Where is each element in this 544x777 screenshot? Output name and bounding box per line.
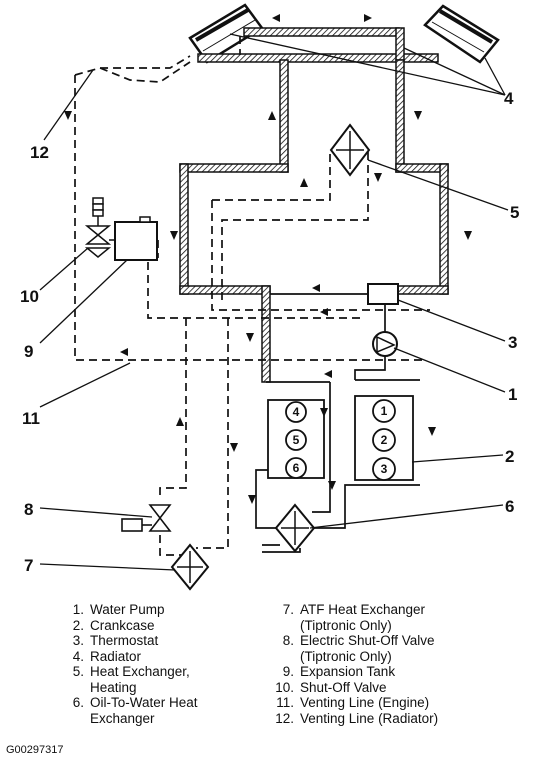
callout-9: 9 <box>24 342 33 361</box>
legend-right: 7. ATF Heat Exchanger (Tiptronic Only) 8.… <box>268 602 438 726</box>
legend-left: 1. Water Pump 2. Crankcase 3. Thermostat 4.… <box>58 602 198 726</box>
legend-text: Electric Shut-Off Valve <box>300 633 435 648</box>
legend-item: 8. Electric Shut-Off Valve <box>268 633 438 649</box>
legend-number: 11. <box>276 695 294 710</box>
legend-item: 12. Venting Line (Radiator) <box>268 711 438 727</box>
legend-item: 3. Thermostat <box>58 633 198 649</box>
legend-text: Radiator <box>90 648 142 664</box>
callout-12: 12 <box>30 143 49 162</box>
cylinder-label: 2 <box>381 433 388 447</box>
callout-11: 11 <box>22 409 40 428</box>
legend-number: 2. <box>72 617 84 633</box>
legend-item: 6. Oil-To-Water Heat <box>58 695 198 711</box>
legend-item: 1. Water Pump <box>58 602 198 618</box>
leader-lines <box>39 33 509 571</box>
callout-8: 8 <box>24 500 33 519</box>
callout-1: 1 <box>508 385 517 404</box>
legend-number: 1. <box>72 602 84 617</box>
thermostat <box>367 283 399 305</box>
legend-number: 4. <box>72 648 84 664</box>
atf-heat-exchanger <box>170 543 210 591</box>
legend-number: 6. <box>72 695 84 710</box>
callout-5: 5 <box>510 203 519 222</box>
legend-item-continued: Heating <box>58 680 198 696</box>
legend-item: 2. Crankcase <box>58 618 198 634</box>
flow-arrows <box>64 14 472 504</box>
oil-to-water-heat-exchanger <box>274 503 316 553</box>
cylinder-label: 1 <box>381 404 388 418</box>
callout-3: 3 <box>508 333 517 352</box>
legend-item-continued: (Tiptronic Only) <box>268 649 438 665</box>
cylinder-label: 4 <box>293 405 300 419</box>
legend-number: 8. <box>282 633 294 648</box>
legend-text: Heating <box>90 679 137 695</box>
coolant-pipes <box>179 27 449 383</box>
legend-number: 7. <box>282 602 294 617</box>
legend-number: 10. <box>275 679 294 695</box>
legend-text: Heat Exchanger, <box>90 664 190 679</box>
expansion-tank <box>114 216 158 261</box>
cylinder-bank-left: 4 5 6 <box>267 399 325 479</box>
legend-item: 11. Venting Line (Engine) <box>268 695 438 711</box>
legend-text: Expansion Tank <box>300 664 396 679</box>
callout-4: 4 <box>504 89 514 108</box>
legend-number: 5. <box>72 664 84 679</box>
legend-text: ATF Heat Exchanger <box>300 602 426 617</box>
heat-exchanger-heating <box>329 123 371 177</box>
legend-text: Water Pump <box>90 602 165 617</box>
legend-text: Venting Line (Radiator) <box>300 710 439 726</box>
legend-text: Crankcase <box>90 617 155 633</box>
legend-text: Exchanger <box>90 710 155 726</box>
water-pump <box>372 331 398 357</box>
legend-number: 12. <box>275 710 294 726</box>
shut-off-valve <box>84 197 115 258</box>
cylinder-bank-right: 1 2 3 <box>354 395 414 481</box>
legend-number: 3. <box>72 633 84 648</box>
legend-item-continued: Exchanger <box>58 711 198 727</box>
dashed-lines <box>74 36 430 556</box>
callout-6: 6 <box>505 497 514 516</box>
legend-item: 7. ATF Heat Exchanger <box>268 602 438 618</box>
legend-text: (Tiptronic Only) <box>300 648 392 664</box>
legend-text: Oil-To-Water Heat <box>90 695 198 710</box>
figure-code: G00297317 <box>6 744 64 756</box>
legend-text: Venting Line (Engine) <box>300 695 430 710</box>
legend-item: 10. Shut-Off Valve <box>268 680 438 696</box>
legend-text: Thermostat <box>90 633 159 648</box>
cylinder-label: 3 <box>381 462 388 476</box>
callout-2: 2 <box>505 447 514 466</box>
legend-item: 4. Radiator <box>58 649 198 665</box>
cylinder-label: 5 <box>293 433 300 447</box>
legend-text: (Tiptronic Only) <box>300 617 392 633</box>
legend-text: Shut-Off Valve <box>300 679 387 695</box>
legend-item: 5. Heat Exchanger, <box>58 664 198 680</box>
legend-item-continued: (Tiptronic Only) <box>268 618 438 634</box>
radiator-right <box>423 4 500 64</box>
legend-number: 9. <box>282 664 294 679</box>
callout-7: 7 <box>24 556 33 575</box>
callout-10: 10 <box>20 287 39 306</box>
electric-shut-off-valve <box>121 504 172 532</box>
legend-item: 9. Expansion Tank <box>268 664 438 680</box>
cylinder-label: 6 <box>293 461 300 475</box>
water-lines <box>255 293 420 553</box>
